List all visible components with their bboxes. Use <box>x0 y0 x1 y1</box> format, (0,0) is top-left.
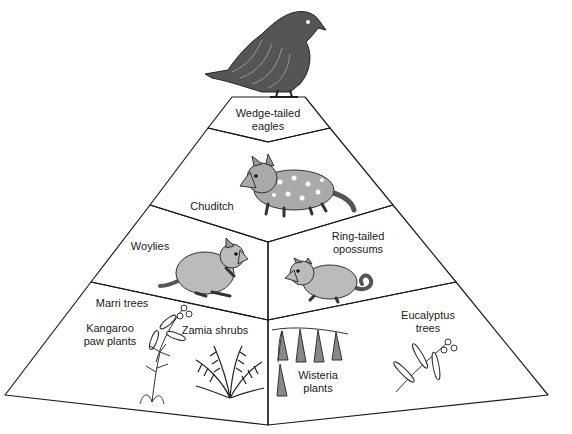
chuditch-figure-part <box>330 192 354 210</box>
eagle-figure-part <box>205 11 326 92</box>
wisteria-plant-part <box>296 329 306 362</box>
band-outline-path <box>208 97 330 142</box>
marri-branch-part <box>177 313 183 319</box>
wisteria-plant <box>272 328 348 396</box>
pyramid-band: Eucalyptus treesWisteria plants <box>268 282 548 425</box>
opossum-figure-part <box>296 269 300 273</box>
opossum-figure-part <box>294 258 312 264</box>
null-part-part <box>316 190 321 195</box>
level-label: Wedge-tailed eagles <box>233 107 303 132</box>
woylie-figure-part <box>226 238 234 248</box>
level-label: Marri trees <box>96 297 149 310</box>
eucalyptus-branch <box>392 339 457 392</box>
null-part <box>272 176 324 201</box>
opossum-figure-part <box>310 296 338 302</box>
wisteria-plant-part <box>278 331 282 362</box>
band-outline-path <box>91 205 268 320</box>
woylie-figure-part <box>238 250 248 264</box>
pyramid-band: Wedge-tailed eagles <box>208 97 330 142</box>
level-label: Ring-tailed opossums <box>327 230 389 255</box>
null-part-part <box>292 176 297 181</box>
level-label: Eucalyptus trees <box>399 309 457 334</box>
kangaroo-paw-plant <box>140 344 170 404</box>
eucalyptus-branch-part <box>410 342 429 369</box>
null-part-part <box>278 180 283 185</box>
kangaroo-paw-plant-part <box>140 395 164 404</box>
pyramid-band: Ring-tailed opossums <box>268 205 456 320</box>
band-outline <box>208 97 330 142</box>
band-outline <box>268 282 548 425</box>
level-label: Chuditch <box>190 200 233 213</box>
zamia-shrub-part <box>196 346 264 398</box>
chuditch-figure-part <box>254 174 258 178</box>
eagle-figure-part <box>270 90 298 97</box>
marri-branch-part <box>158 313 177 330</box>
woylie-figure-part <box>234 252 238 256</box>
eagle-figure-part <box>306 20 310 24</box>
marri-branch-part <box>186 311 192 317</box>
woylie-figure-part <box>196 268 234 296</box>
eucalyptus-branch-part <box>431 352 442 381</box>
null-part-part <box>272 193 276 197</box>
band-outline <box>268 205 456 320</box>
band-outline-path <box>268 282 548 425</box>
wisteria-plant-part <box>277 364 287 396</box>
opossum-figure-part <box>356 276 371 290</box>
band-outline-path <box>150 128 393 242</box>
wisteria-plant-part <box>332 332 342 360</box>
opossum-figure <box>285 258 371 302</box>
marri-branch-part <box>148 330 160 351</box>
null-part-part <box>306 182 311 187</box>
eagle-figure-part <box>232 40 290 88</box>
woylie-figure-part <box>160 280 180 286</box>
pyramid-band: Chuditch <box>150 128 393 242</box>
eucalyptus-branch-part <box>392 360 416 384</box>
band-outline-path <box>268 205 456 320</box>
pyramid-band: Marri treesKangaroo paw plants Zamia shru… <box>5 282 268 425</box>
chuditch-figure <box>240 154 354 216</box>
level-label: Wisteria plants <box>296 369 341 394</box>
eucalyptus-branch-part <box>445 339 451 345</box>
eucalyptus-branch-part <box>441 347 447 353</box>
null-part-part <box>320 178 324 182</box>
level-label: Woylies <box>131 240 169 253</box>
zamia-shrub-part <box>198 352 258 384</box>
null-part-part <box>300 196 305 201</box>
opossum-figure-part <box>285 270 298 282</box>
woylie-figure <box>160 238 248 296</box>
zamia-shrub <box>196 346 264 398</box>
wisteria-plant-part <box>314 330 324 362</box>
marri-branch-part <box>181 305 187 311</box>
band-outline-path <box>5 282 268 425</box>
eucalyptus-branch-part <box>451 345 457 351</box>
chuditch-figure-part <box>266 204 326 216</box>
level-label: Zamia shrubs <box>182 324 249 337</box>
null-part-part <box>286 192 291 197</box>
kangaroo-paw-plant-part <box>146 344 170 402</box>
level-label: Kangaroo paw plants <box>82 322 138 347</box>
chuditch-figure-part <box>240 172 256 188</box>
band-outline <box>150 128 393 242</box>
eagle-figure <box>205 11 326 97</box>
chuditch-figure-part <box>252 154 274 166</box>
